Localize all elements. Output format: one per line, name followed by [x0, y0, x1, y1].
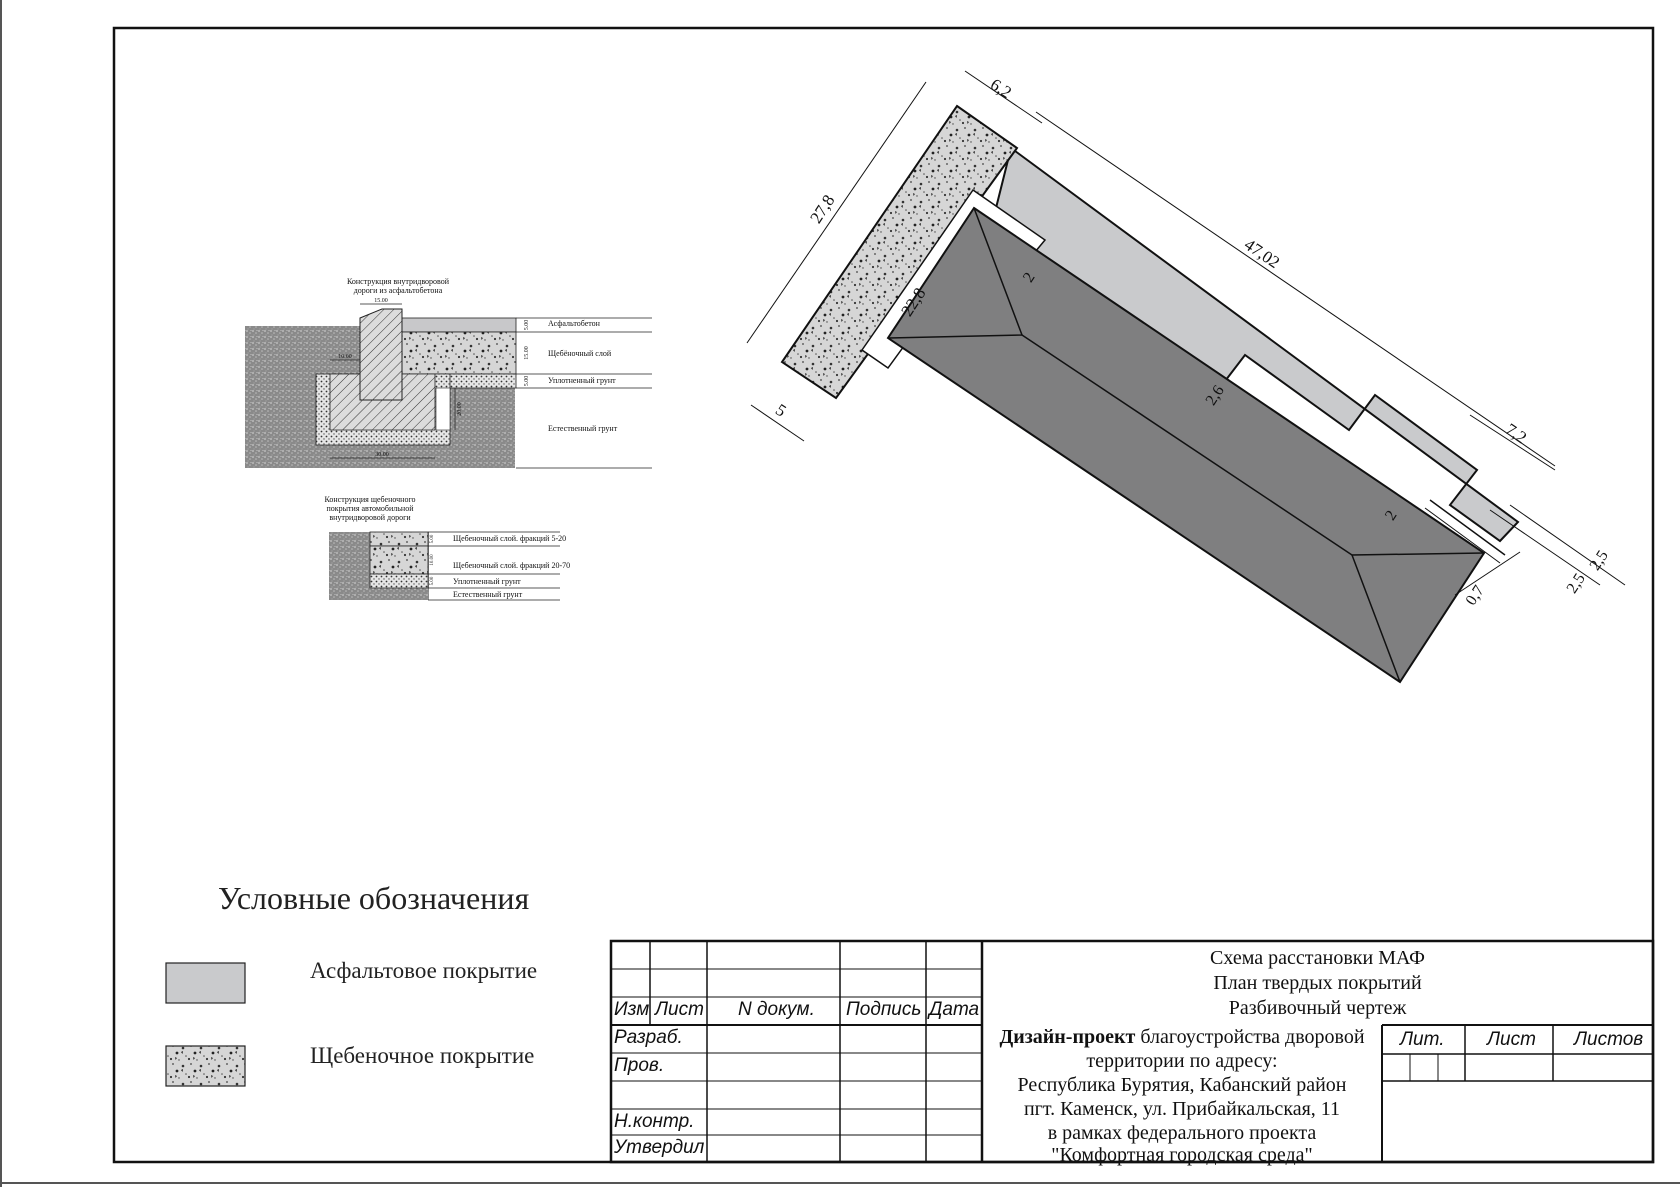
- dim-line-gravel-bottom: [750, 404, 805, 442]
- dim-line-strip: [1489, 509, 1601, 586]
- dim-gravel-width-bottom: 5: [772, 400, 789, 421]
- dim-line-asphalt-end: [1469, 414, 1556, 471]
- dim-line-asphalt-length: [1035, 111, 1556, 467]
- header-list-right: Лист: [1487, 1029, 1536, 1050]
- legend-swatch-gravel: [165, 1045, 246, 1087]
- detail-2-layer-label: Щебеночный слой. фракций 20-70: [453, 561, 570, 570]
- role-prov: Пров.: [614, 1055, 665, 1076]
- detail-1-dim-text: 5.00: [524, 376, 530, 387]
- detail-1-layer-label: Естественный грунт: [548, 424, 618, 433]
- detail-1-title-line-1: Конструкция внутридворовой: [347, 277, 450, 286]
- dim-asphalt-end: 7,2: [1502, 420, 1530, 448]
- project-line-1: Дизайн-проект благоустройства дворовой: [982, 1025, 1382, 1049]
- dim-line-strip: [1454, 551, 1521, 596]
- detail-2-dim-text: 5.00: [430, 576, 435, 585]
- detail-1-dim-text: 15.00: [374, 298, 388, 304]
- detail-2-layer-label: Уплотненный грунт: [453, 577, 521, 586]
- header-lit: Лит.: [1400, 1029, 1445, 1050]
- header-listov: Листов: [1574, 1029, 1644, 1050]
- detail-1-dim-text: 15.00: [524, 346, 530, 360]
- detail-2-title-line-3: внутридворовой дороги: [329, 513, 411, 522]
- gravel-area: [780, 104, 1019, 400]
- legend-title: Условные обозначения: [218, 880, 530, 916]
- project-bold: Дизайн-проект: [999, 1026, 1136, 1048]
- header-izm: Изм: [614, 999, 650, 1020]
- detail-2-coarse-gravel: [369, 545, 429, 575]
- building-roof-ridge: [1021, 334, 1353, 556]
- detail-1-gravel-layer: [401, 331, 517, 375]
- detail-2-compacted-soil: [369, 573, 429, 589]
- detail-2-dim-text: 10.00: [430, 554, 435, 566]
- role-utverdil: Утвердил: [614, 1137, 705, 1158]
- detail-1-dim-text: 30.00: [375, 452, 389, 458]
- detail-1-curb: [359, 308, 403, 401]
- detail-1-layer-label: Щебёночный слой: [548, 349, 612, 358]
- project-line-6: "Комфортная городская среда": [1051, 1144, 1313, 1166]
- detail-1-filler: [435, 387, 451, 431]
- detail-gravel-road: Конструкция щебеночного покрытия автомоб…: [324, 495, 570, 601]
- detail-2-title-line-1: Конструкция щебеночного: [324, 495, 415, 504]
- legend-label-gravel: Щебеночное покрытие: [310, 1043, 535, 1068]
- dim-line-gravel-width: [964, 70, 1043, 124]
- detail-1-asphalt-layer: [401, 317, 517, 333]
- role-nkontr: Н.контр.: [614, 1111, 695, 1132]
- detail-1-dim-text: 20.00: [457, 402, 463, 416]
- sheet-title-2: План твердых покрытий: [1213, 972, 1422, 994]
- dim-strip-3: 2,5: [1587, 548, 1612, 574]
- detail-1-layer-label: Уплотненный грунт: [548, 376, 616, 385]
- dim-gravel-width-top: 6,2: [987, 75, 1015, 103]
- plan-strip-line: [1429, 499, 1506, 556]
- sheet-title-3: Разбивочный чертеж: [1228, 997, 1407, 1019]
- detail-1-dim-text: 5.00: [524, 320, 530, 331]
- dim-strip-1: 0,7: [1463, 583, 1488, 609]
- plan-strip-line: [1424, 507, 1501, 564]
- detail-2-title-line-2: покрытия автомобильной: [327, 504, 415, 513]
- project-rest: благоустройства дворовой: [1135, 1026, 1365, 1048]
- site-plan: 27,8 6,2 5 22,8 47,02 2 2,6 2 7,2 0,7 2,…: [746, 70, 1626, 684]
- dim-line-strip: [1509, 504, 1626, 586]
- project-line-2: территории по адресу:: [1086, 1050, 1278, 1072]
- detail-2-layer-label: Естественный грунт: [453, 590, 523, 599]
- legend-label-asphalt: Асфальтовое покрытие: [310, 958, 538, 983]
- header-podpis: Подпись: [846, 999, 922, 1020]
- header-ndokum: N докум.: [738, 999, 815, 1020]
- sheet-title-1: Схема расстановки МАФ: [1210, 947, 1425, 969]
- legend-swatch-asphalt: [165, 962, 246, 1004]
- dim-gravel-length: 27,8: [806, 191, 838, 226]
- detail-asphalt-road: Конструкция внутридворовой дороги из асф…: [245, 277, 652, 469]
- project-line-5: в рамках федерального проекта: [1047, 1122, 1317, 1144]
- detail-1-dim-text: 10.00: [338, 354, 352, 360]
- role-razrab: Разраб.: [614, 1027, 683, 1048]
- dim-line-gravel-length: [746, 81, 927, 344]
- title-block-grid: [609, 939, 1655, 1164]
- header-list: Лист: [655, 999, 704, 1020]
- project-line-3: Республика Бурятия, Кабанский район: [1017, 1074, 1347, 1096]
- detail-1-title-line-2: дороги из асфальтобетона: [354, 286, 443, 295]
- detail-1-layer-label: Асфальтобетон: [548, 319, 601, 328]
- detail-2-dim-text: 5.00: [430, 534, 435, 543]
- detail-2-fine-gravel: [369, 531, 429, 547]
- detail-2-layer-label: Щебеночный слой. фракций 5-20: [453, 534, 566, 543]
- header-data: Дата: [929, 999, 980, 1020]
- project-line-4: пгт. Каменск, ул. Прибайкальская, 11: [1023, 1098, 1341, 1120]
